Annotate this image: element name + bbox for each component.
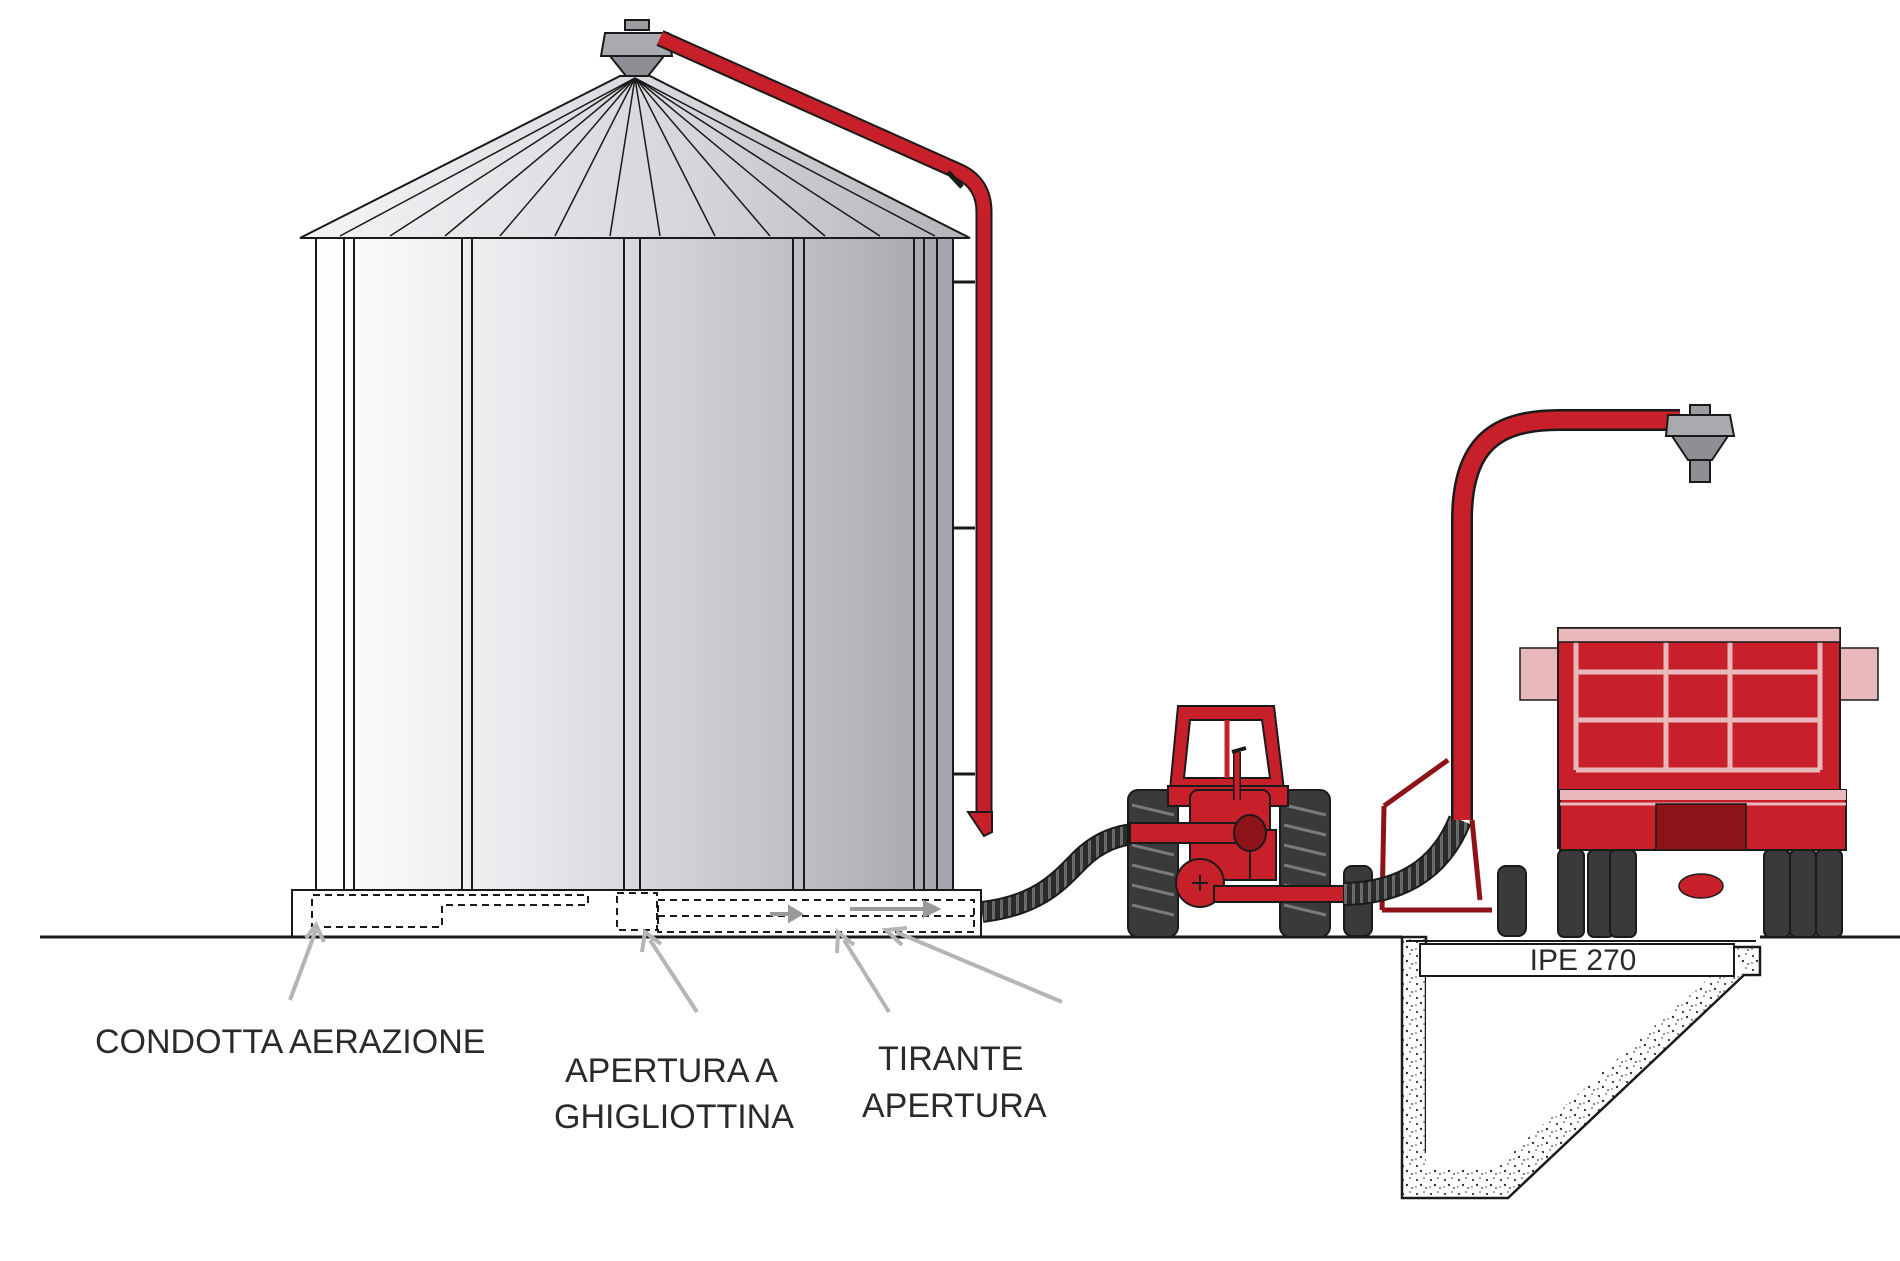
- label-condotta-aerazione: CONDOTTA AERAZIONE: [95, 1023, 485, 1061]
- label-apertura-line2: GHIGLIOTTINA: [554, 1098, 794, 1136]
- roof-ribs: [339, 77, 936, 237]
- silo-seams: [343, 238, 938, 890]
- flow-arrows: [770, 899, 942, 924]
- silo-roof: [299, 75, 971, 239]
- tie-rod-channel: [657, 899, 975, 933]
- discharge-head-icon: [1664, 404, 1736, 483]
- ipe-label: IPE 270: [1530, 944, 1637, 977]
- silo-fill-auger: [656, 30, 993, 838]
- ipe-beam: [1419, 943, 1735, 977]
- label-tirante-line1: TIRANTE: [878, 1040, 1023, 1078]
- truck-wheels: [1557, 849, 1843, 938]
- tractor: [1127, 705, 1331, 938]
- label-tirante-line2: APERTURA: [862, 1087, 1047, 1125]
- unloading-pit: IPE 270: [1400, 935, 1762, 1200]
- grain-truck: [1519, 627, 1879, 938]
- silo: [291, 19, 982, 938]
- transfer-conveyor: [1213, 404, 1736, 937]
- label-apertura-line1: APERTURA A: [565, 1052, 778, 1090]
- roof-vent-icon: [599, 19, 674, 77]
- silo-body: [315, 237, 954, 891]
- guillotine-opening: [616, 892, 658, 931]
- label-pointers: [288, 921, 1063, 1014]
